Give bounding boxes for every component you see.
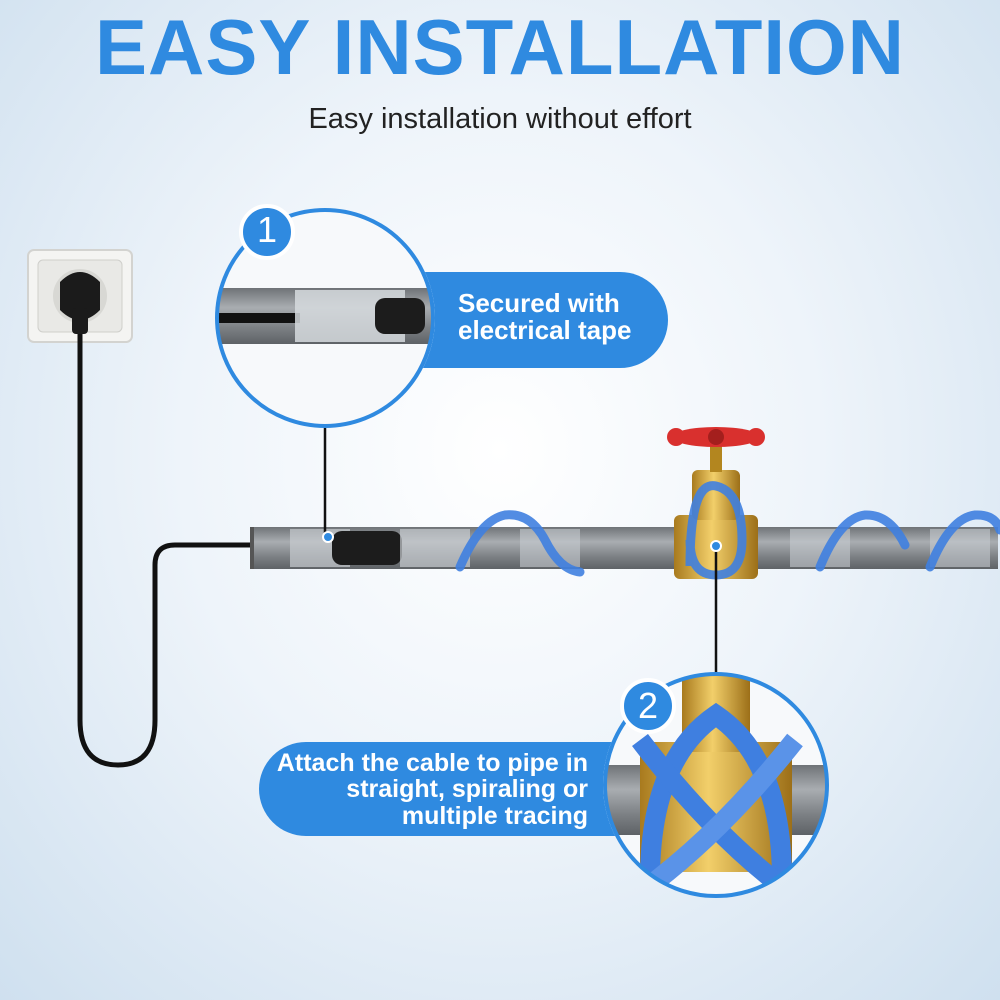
step-number-1: 1 (256, 209, 278, 250)
wall-socket-icon (27, 249, 133, 343)
callout-2-bubble (259, 742, 680, 836)
step-badge-2 (620, 678, 676, 734)
step-badge-1 (239, 204, 295, 260)
page-subtitle: Easy installation without effort (308, 103, 692, 135)
step-1-text: Secured with electrical tape (458, 288, 632, 346)
heating-cable (455, 510, 1000, 577)
page-title: EASY INSTALLATION (94, 3, 906, 91)
step-2-text: Attach the cable to pipe in straight, sp… (276, 749, 588, 830)
power-cord (77, 334, 252, 768)
pipe (250, 527, 998, 569)
step-number-2: 2 (637, 685, 659, 726)
callout-1-bubble (380, 272, 668, 368)
